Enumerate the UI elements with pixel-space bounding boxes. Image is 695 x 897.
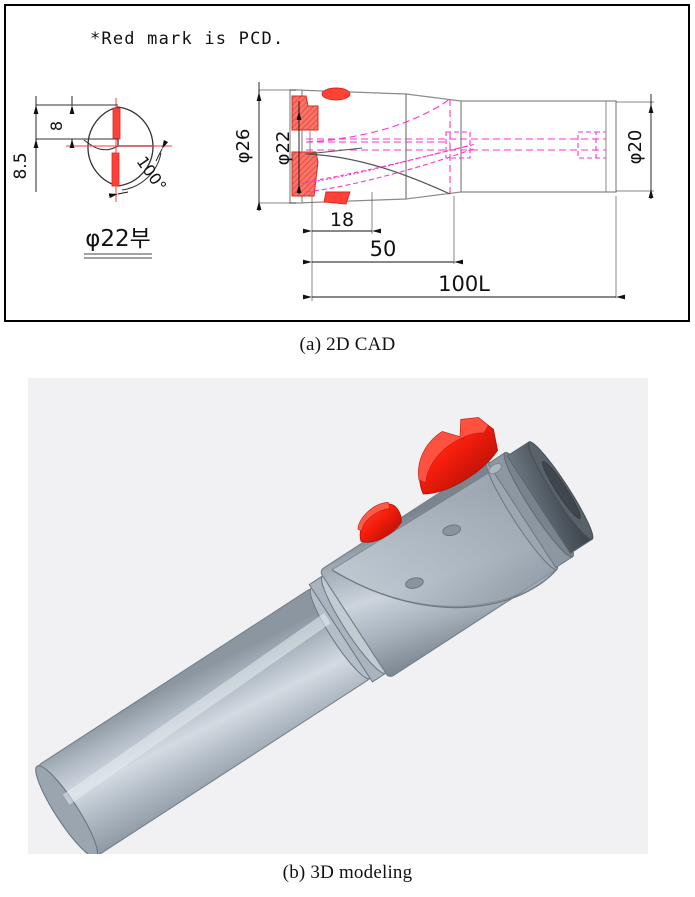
detail-view-label: φ22부: [85, 226, 151, 252]
shank-end-face: [35, 765, 98, 854]
pcd-insert-small-top: [357, 502, 391, 532]
dim-phi20: φ20: [625, 130, 646, 165]
coolant-hole-2: [442, 524, 461, 537]
dim-50: 50: [370, 237, 397, 261]
dim-100L: 100L: [438, 272, 490, 296]
detail-view-group: 8 8.5 100° φ22부: [11, 96, 172, 259]
cad-drawing-svg: *Red mark is PCD.: [11, 29, 654, 301]
model-3d-panel: [28, 378, 648, 854]
dim-phi22: φ22: [273, 131, 294, 166]
side-lug: [488, 463, 502, 475]
caption-3d-modeling: (b) 3D modeling: [282, 862, 413, 883]
shank-body: [460, 100, 617, 193]
caption-2d-cad: (a) 2D CAD: [299, 334, 396, 355]
pcd-insert-upper-front: [291, 95, 319, 131]
pcd-insert-top: [321, 87, 351, 101]
dim-height-8p5: 8.5: [11, 152, 31, 179]
dim-depth-8: 8: [47, 121, 66, 131]
construction-lines: [297, 98, 606, 194]
tip-bore: [542, 460, 581, 520]
coolant-hole-1: [405, 577, 424, 589]
head-scoop-edge: [331, 568, 558, 609]
shank-highlight: [62, 613, 331, 805]
dim-phi26: φ26: [233, 129, 254, 164]
main-view-group: φ26 φ22 φ20: [233, 82, 654, 301]
model-3d-svg: [28, 378, 648, 854]
dim-18: 18: [330, 209, 354, 231]
dim-angle-100: 100°: [133, 153, 171, 195]
pcd-insert-lower-front: [291, 151, 319, 197]
pcd-insert-bottom: [323, 191, 351, 205]
pcd-note: *Red mark is PCD.: [90, 29, 284, 49]
tool-3d-geometry: [35, 417, 594, 854]
cad-drawing-panel: *Red mark is PCD.: [4, 4, 690, 322]
